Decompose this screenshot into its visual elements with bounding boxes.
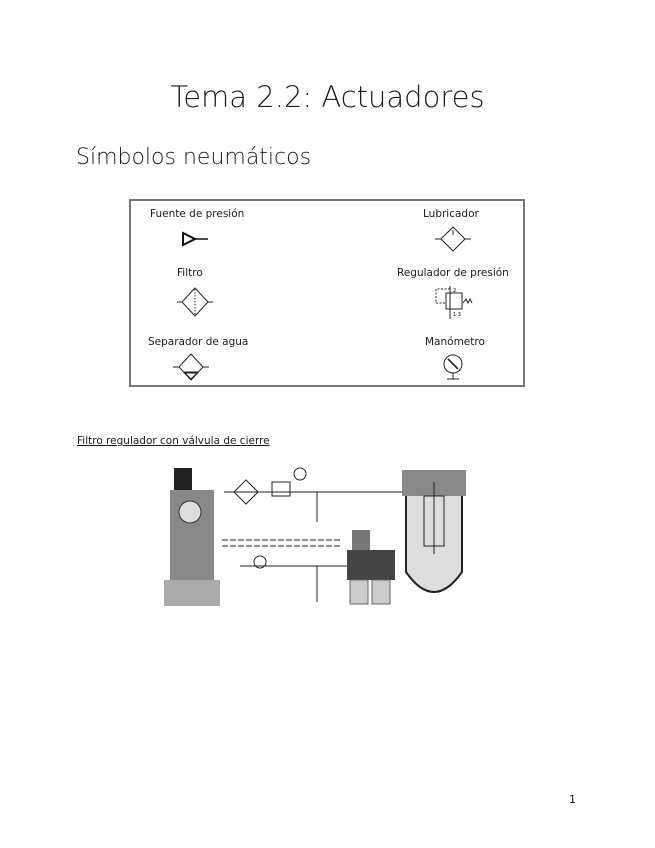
lubricator-icon — [435, 226, 471, 252]
section-heading: Símbolos neumáticos — [76, 145, 312, 170]
page-title: Tema 2.2: Actuadores — [170, 80, 485, 114]
filter-regulator-photo — [164, 468, 220, 606]
water-separator-icon — [173, 353, 209, 381]
symbol-label: Separador de agua — [148, 336, 249, 348]
filter-regulator-figure — [164, 467, 466, 606]
page-number: 1 — [569, 793, 576, 806]
manometer-icon — [443, 354, 463, 380]
filter-icon — [177, 287, 213, 317]
filter-cutaway-drawing — [402, 470, 466, 593]
symbol-label: Fuente de presión — [150, 208, 245, 220]
symbol-label: Manómetro — [425, 336, 485, 348]
symbol-label: Filtro — [177, 267, 203, 279]
svg-text:1 3: 1 3 — [453, 312, 461, 318]
symbol-label: Lubricador — [423, 208, 479, 220]
pressure-source-icon — [182, 231, 208, 247]
symbol-label: Regulador de presión — [397, 267, 509, 279]
frl-unit-photo — [347, 530, 395, 605]
subsection-heading: Filtro regulador con válvula de cierre — [77, 435, 270, 447]
circuit-schematic — [222, 467, 462, 602]
pressure-regulator-icon: 2 1 3 — [435, 286, 473, 319]
svg-text:2: 2 — [453, 288, 456, 294]
symbols-table: Fuente de presión Lubricador Filtro Regu… — [129, 199, 525, 387]
